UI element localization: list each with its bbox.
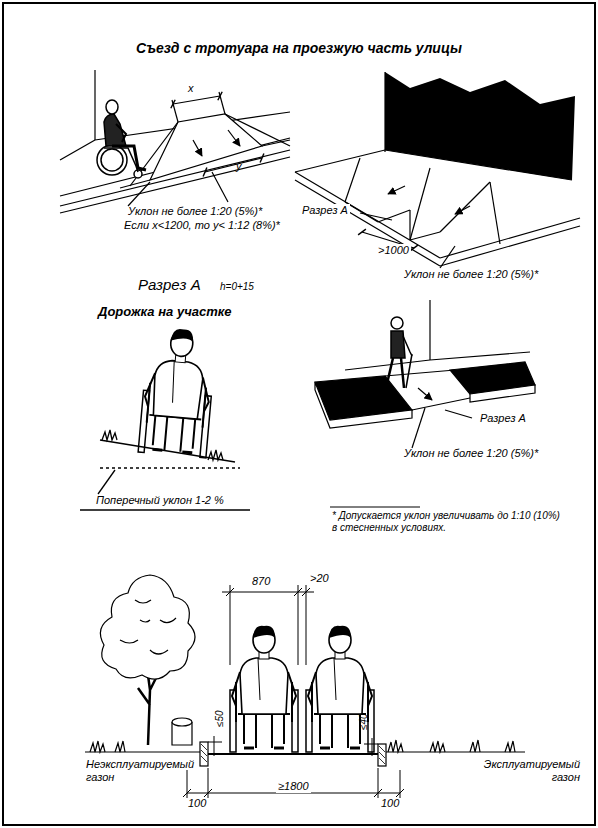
diagram-title: Съезд с тротуара на проезжую часть улицы	[0, 40, 598, 57]
dimension-label: 100	[188, 797, 206, 810]
annotation-label: Если x<1200, то y< 1:12 (8%)*	[124, 219, 280, 232]
dimension-label: ≤40	[358, 713, 370, 730]
annotation-label: Разрез А	[300, 204, 350, 217]
note-text: * Допускается уклон увеличивать до 1:10 …	[332, 510, 567, 534]
annotation-label: Разрез А	[138, 276, 201, 294]
annotation-label: Уклон не более 1:20 (5%)*	[404, 268, 538, 281]
dimension-label: >1000	[376, 244, 411, 257]
note-text: Неэксплуатируемый газон	[86, 758, 196, 784]
annotation-label: Разрез А	[478, 412, 528, 425]
annotation-label: Уклон не более 1:20 (5%)*	[128, 205, 262, 218]
dimension-label: >20	[310, 572, 329, 585]
dimension-label: ≥1800	[276, 780, 311, 793]
dimension-label: 870	[250, 575, 272, 588]
note-text: Эксплуатируемый газон	[470, 758, 580, 784]
annotation-label: Поперечный уклон 1-2 %	[96, 494, 224, 507]
annotation-label: h=0+15	[220, 281, 254, 293]
annotation-label: x	[188, 82, 194, 95]
annotation-label: y	[236, 160, 242, 173]
annotation-label: Дорожка на участке	[98, 304, 232, 320]
annotation-label: Уклон не более 1:20 (5%)*	[404, 447, 538, 460]
dimension-label: 100	[381, 797, 399, 810]
dimension-label: ≤50	[214, 710, 226, 727]
